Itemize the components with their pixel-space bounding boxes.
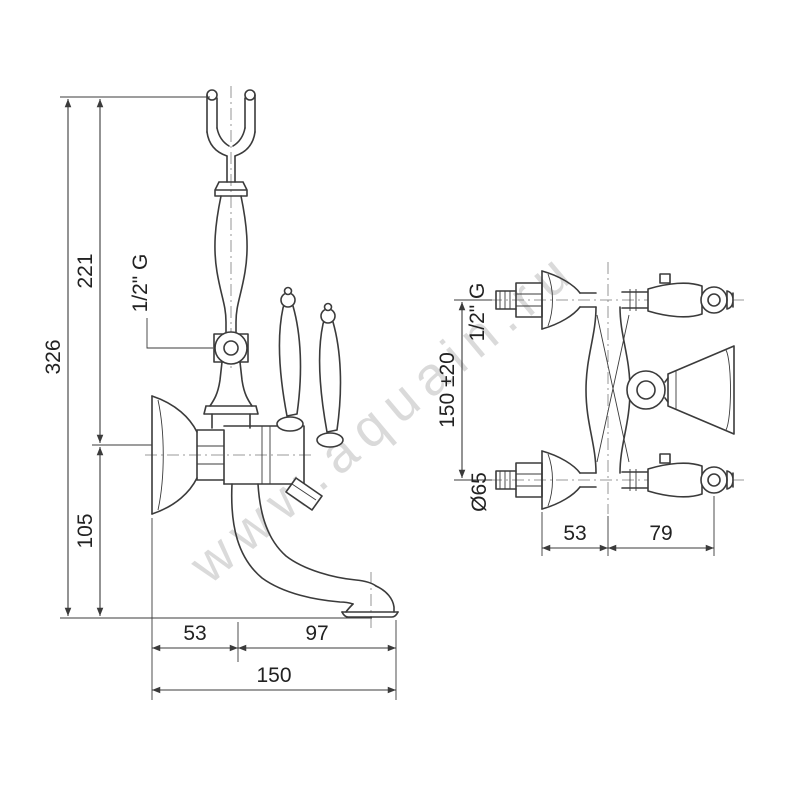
- dim-97-label: 97: [305, 622, 328, 645]
- lever-handle-front: [276, 286, 304, 432]
- side-view-drawing: 326 221 105 1/2" G 53 97 150: [42, 86, 399, 700]
- top-valve-front: [495, 270, 734, 330]
- thread-label-front: 1/2" G: [466, 283, 489, 342]
- dim-53-label-side: 53: [183, 622, 206, 645]
- tub-spout: [230, 483, 399, 618]
- dim-150-tolerance-label: 150 ±20: [436, 352, 459, 428]
- watermark-text: www.aquain.ru: [178, 238, 588, 596]
- dim-d65-label: Ø65: [468, 472, 491, 512]
- dim-221-label: 221: [74, 253, 97, 288]
- riser-column: [203, 195, 259, 429]
- front-view-drawing: 150 ±20 1/2" G Ø65 53 79: [436, 262, 748, 556]
- lever-handle-rear: [316, 302, 344, 448]
- valve-body-side: [151, 395, 323, 515]
- bottom-valve-front: [495, 450, 734, 510]
- spout-cone: [667, 345, 735, 435]
- dim-150-label: 150: [256, 664, 291, 687]
- dim-79-label: 79: [649, 522, 672, 545]
- mixer-body-front: [585, 306, 735, 474]
- side-view-dimensions: 326 221 105 1/2" G 53 97 150: [42, 96, 397, 700]
- dim-105-label: 105: [74, 513, 97, 548]
- front-view-dimensions: 150 ±20 1/2" G Ø65 53 79: [436, 283, 715, 556]
- dim-53-label-front: 53: [563, 522, 586, 545]
- thread-label-side: 1/2" G: [129, 254, 152, 313]
- union-connection: [214, 331, 248, 365]
- diverter-hub: [626, 370, 666, 410]
- shower-hose-fork: [206, 89, 256, 197]
- dim-326-label: 326: [42, 339, 65, 374]
